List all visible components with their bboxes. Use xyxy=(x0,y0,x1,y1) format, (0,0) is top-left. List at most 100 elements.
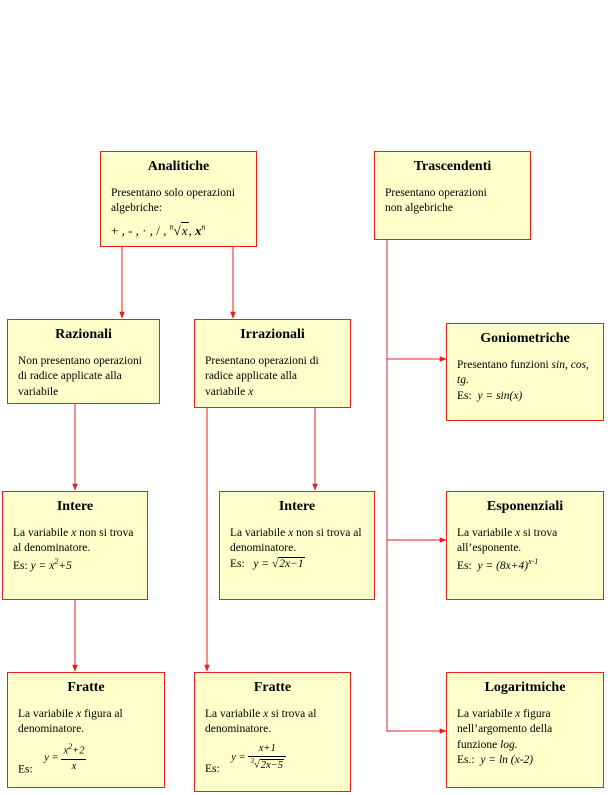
desc-text-post: si trova all’esponente. xyxy=(457,526,558,555)
box-title: Razionali xyxy=(55,327,112,342)
root-index: n xyxy=(169,222,174,232)
function-list: sin, cos, tg. xyxy=(457,358,589,387)
box-trascendenti: Trascendenti Presentano operazioni non a… xyxy=(374,151,531,240)
box-intere-irrazionali: Intere La variabile x non si trova al de… xyxy=(219,491,375,600)
box-esponenziali: Esponenziali La variabile x si trova all… xyxy=(446,491,604,600)
comma-sep: , xyxy=(188,222,196,238)
fraction-numerator: x+1 xyxy=(248,742,286,758)
box-analitiche: Analitiche Presentano solo operazioni al… xyxy=(100,151,257,247)
example: Es: y = x2+5 xyxy=(13,557,137,574)
example-label: Es: xyxy=(457,559,472,572)
box-description: Presentano solo operazioni algebriche: xyxy=(111,186,235,215)
example-label: Es: xyxy=(18,763,33,776)
example-exponent: 2 xyxy=(54,556,59,566)
example-lhs: y = xyxy=(231,751,246,763)
example-formula-rest: +5 xyxy=(58,559,72,572)
power-exp: n xyxy=(201,222,206,232)
example-exponent: x-1 xyxy=(528,556,539,566)
variable: x xyxy=(515,707,521,720)
box-fratte-irrazionali: Fratte La variabile x si trova al denomi… xyxy=(194,672,351,792)
box-goniometriche: Goniometriche Presentano funzioni sin, c… xyxy=(446,323,604,421)
box-description: La variabile x figura al denominatore. xyxy=(18,707,154,738)
root-sign: √ xyxy=(271,557,279,570)
desc-text-post: non si trova al denominatore. xyxy=(230,526,362,555)
example: Es: y = √2x−1 xyxy=(230,556,364,573)
box-title: Fratte xyxy=(253,680,292,695)
variable: x xyxy=(515,526,521,539)
example: Es: y = sin(x) xyxy=(457,389,593,405)
box-razionali: Razionali Non presentano operazioni di r… xyxy=(7,319,160,404)
box-description: Non presentano operazioni di radice appl… xyxy=(18,354,142,398)
example-formula: y = ln (x-2) xyxy=(480,754,534,767)
example: Es.: y = ln (x-2) xyxy=(457,753,593,769)
example-label: Es: xyxy=(230,557,245,570)
num-rest: +2 xyxy=(72,745,85,757)
fraction-numerator: x2+2 xyxy=(61,741,87,760)
box-fratte-razionali: Fratte La variabile x figura al denomina… xyxy=(7,672,165,788)
desc-text: Presentano funzioni xyxy=(457,358,549,371)
example-formula: y = (8x+4) xyxy=(477,559,529,572)
desc-text-post: non si trova al denominatore. xyxy=(13,526,134,555)
box-title: Intere xyxy=(56,499,94,514)
box-description: Presentano operazioni non algebriche xyxy=(385,186,487,215)
desc-text: La variabile xyxy=(18,707,74,720)
ops-text: + , - , · , / , xyxy=(111,222,170,238)
example-radicand: 2x−1 xyxy=(278,556,305,570)
variable: x xyxy=(71,526,77,539)
desc-text-mid: figura nell’argomento della funzione xyxy=(457,707,553,751)
box-description: Presentano operazioni di radice applicat… xyxy=(205,354,340,401)
example-lhs: y = xyxy=(44,752,59,764)
desc-text: La variabile xyxy=(457,526,513,539)
desc-text: La variabile xyxy=(230,526,286,539)
variable: x xyxy=(76,707,82,720)
box-title: Intere xyxy=(278,499,316,514)
example-formula: y = sin(x) xyxy=(477,389,523,402)
root-sign: √ xyxy=(253,759,260,771)
example-label: Es: xyxy=(13,559,28,572)
fraction-denominator: 3√2x−5 xyxy=(248,757,286,773)
fraction-denominator: x xyxy=(71,760,77,772)
box-title: Goniometriche xyxy=(480,331,570,346)
den-radicand: 2x−5 xyxy=(259,758,284,771)
example: Es: y = (8x+4)x-1 xyxy=(457,557,593,574)
variable: x xyxy=(248,385,254,398)
power-base: x xyxy=(195,222,202,238)
example-formula: y = xyxy=(253,557,272,570)
num-exponent: 2 xyxy=(68,741,73,751)
desc-text: La variabile xyxy=(205,707,261,720)
num-base: x xyxy=(63,745,69,757)
box-description: Presentano funzioni sin, cos, tg. xyxy=(457,358,593,389)
box-title: Esponenziali xyxy=(486,499,564,514)
box-intere-razionali: Intere La variabile x non si trova al de… xyxy=(2,491,148,600)
example-label: Es: xyxy=(205,762,220,775)
desc-text-post: si trova al denominatore. xyxy=(205,707,317,736)
function-name: log. xyxy=(500,738,518,751)
box-logaritmiche: Logaritmiche La variabile x figura nell’… xyxy=(446,672,604,788)
variable: x xyxy=(263,707,269,720)
root-sign: √ xyxy=(173,222,181,238)
box-description: La variabile x si trova al denominatore. xyxy=(205,707,340,738)
box-description: La variabile x non si trova al denominat… xyxy=(230,526,364,557)
box-title: Trascendenti xyxy=(413,159,492,174)
operations-list: + , - , · , / , n√x, xn xyxy=(111,221,246,240)
desc-text: La variabile xyxy=(457,707,513,720)
desc-text: Presentano operazioni di radice applicat… xyxy=(205,354,319,398)
example-label: Es: xyxy=(457,389,472,402)
root-arg: x xyxy=(180,221,189,238)
example-label: Es.: xyxy=(457,754,475,767)
box-title: Analitiche xyxy=(147,159,210,174)
desc-text-post: figura al denominatore. xyxy=(18,707,123,736)
box-title: Irrazionali xyxy=(240,327,305,342)
box-title: Fratte xyxy=(67,680,105,695)
example-formula: y = x xyxy=(30,559,55,572)
desc-text: La variabile xyxy=(13,526,69,539)
box-description: La variabile x non si trova al denominat… xyxy=(13,526,137,557)
root-index: 3 xyxy=(250,757,254,766)
box-title: Logaritmiche xyxy=(484,680,566,695)
box-description: La variabile x si trova all’esponente. xyxy=(457,526,593,557)
